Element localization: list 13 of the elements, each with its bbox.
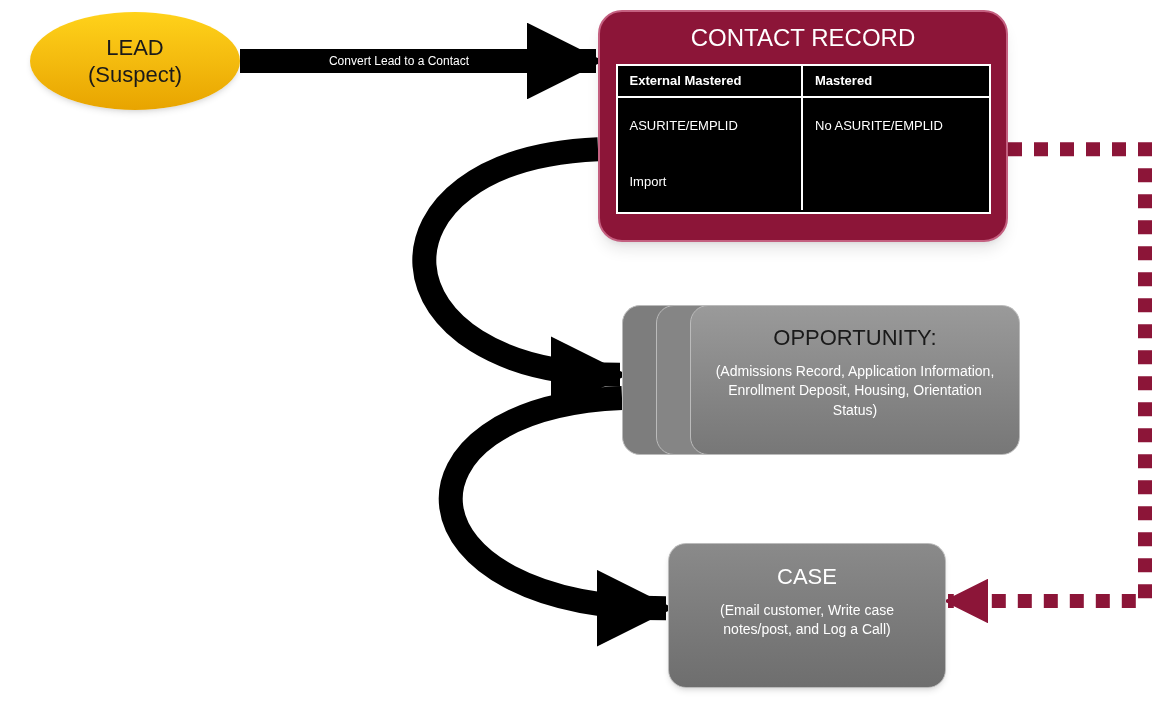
card-title: OPPORTUNITY: [773,324,937,352]
card-body: (Email customer, Write case notes/post, and Log a Call) [719,601,895,640]
card-body: (Admissions Record, Application Information, Enrollment Deposit, Housing, Orientation Status) [714,362,996,420]
column-header: External Mastered [617,66,803,98]
case-card [668,543,946,688]
card-title: CASE [777,563,837,591]
column-header: Mastered [803,66,989,98]
card-title: CONTACT RECORD [690,23,916,53]
table-cell-text: No ASURITE/EMPLID [814,117,944,136]
node-title: LEAD (Suspect) [86,33,184,89]
table-cell: ASURITE/EMPLID [617,98,803,154]
record-card [598,10,1008,242]
table-cell: Import [617,154,803,210]
